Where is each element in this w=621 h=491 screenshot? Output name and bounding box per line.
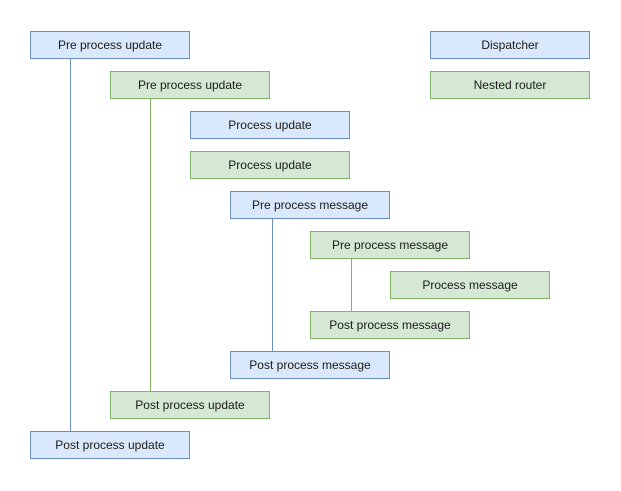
process-node-label: Pre process update — [57, 37, 163, 52]
process-node-process-update[interactable]: Process update — [190, 151, 350, 179]
legend-item-dispatcher[interactable]: Dispatcher — [430, 31, 590, 59]
pre-message-router-to-post-message-router — [351, 259, 352, 311]
process-node-post-process-update[interactable]: Post process update — [110, 391, 270, 419]
process-node-post-process-message[interactable]: Post process message — [310, 311, 470, 339]
process-node-label: Pre process message — [251, 197, 369, 212]
process-node-post-process-message[interactable]: Post process message — [230, 351, 390, 379]
pre-message-dispatcher-to-post-message-dispatcher — [272, 219, 273, 351]
process-node-process-message[interactable]: Process message — [390, 271, 550, 299]
process-node-label: Post process update — [135, 397, 245, 412]
process-node-label: Process update — [228, 117, 312, 132]
process-node-label: Pre process message — [331, 237, 449, 252]
process-node-label: Pre process update — [137, 77, 243, 92]
legend-item-label: Nested router — [473, 77, 547, 92]
process-node-pre-process-update[interactable]: Pre process update — [110, 71, 270, 99]
legend-item-nested-router[interactable]: Nested router — [430, 71, 590, 99]
process-node-label: Process update — [228, 157, 312, 172]
process-node-label: Process message — [422, 277, 518, 292]
process-node-label: Post process message — [249, 357, 371, 372]
process-node-process-update[interactable]: Process update — [190, 111, 350, 139]
process-node-pre-process-message[interactable]: Pre process message — [310, 231, 470, 259]
process-node-label: Post process message — [329, 317, 451, 332]
process-node-pre-process-update[interactable]: Pre process update — [30, 31, 190, 59]
pre-update-dispatcher-to-post-update-dispatcher — [70, 59, 71, 431]
process-node-post-process-update[interactable]: Post process update — [30, 431, 190, 459]
process-node-pre-process-message[interactable]: Pre process message — [230, 191, 390, 219]
process-node-label: Post process update — [55, 437, 165, 452]
pre-update-router-to-post-update-router — [150, 99, 151, 391]
legend-item-label: Dispatcher — [481, 37, 539, 52]
